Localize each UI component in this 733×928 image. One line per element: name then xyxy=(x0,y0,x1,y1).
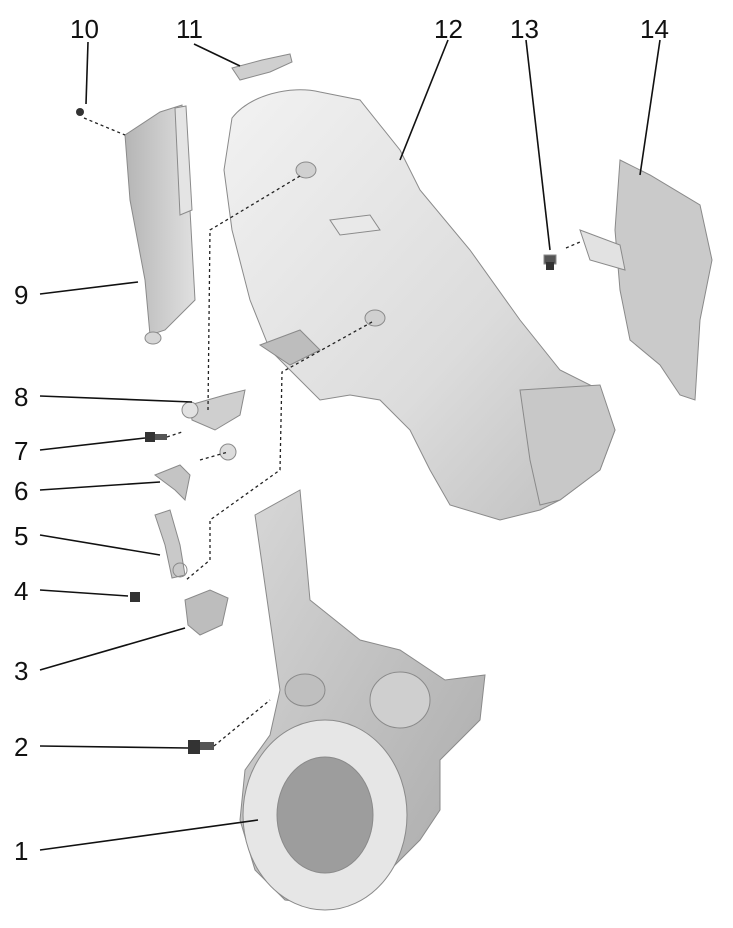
part-12-upper-cover xyxy=(223,89,616,521)
part-4-bolt xyxy=(130,592,140,602)
callout-9: 9 xyxy=(14,280,28,310)
part-10-bolt xyxy=(76,108,84,116)
callout-12: 12 xyxy=(434,14,463,44)
callout-11: 11 xyxy=(176,14,203,44)
callout-3: 3 xyxy=(14,656,28,686)
callout-5: 5 xyxy=(14,521,28,551)
callout-2: 2 xyxy=(14,732,28,762)
callout-8: 8 xyxy=(14,382,28,412)
callout-10: 10 xyxy=(70,14,99,44)
part-7-bolt xyxy=(145,432,167,442)
callout-4: 4 xyxy=(14,576,28,606)
part-2-bolt xyxy=(188,740,214,754)
part-1-lower-cover xyxy=(239,489,486,911)
callout-14: 14 xyxy=(640,14,669,44)
part-3-seal xyxy=(184,589,229,636)
callout-13: 13 xyxy=(510,14,539,44)
part-6-clip xyxy=(153,443,237,502)
callout-1: 1 xyxy=(14,836,28,866)
part-11-clip xyxy=(231,53,293,81)
callout-7: 7 xyxy=(14,436,28,466)
leader-lines xyxy=(39,39,661,851)
assembly-lines xyxy=(83,117,581,747)
part-13-bolt xyxy=(543,254,557,270)
part-9-side-cover xyxy=(124,104,196,345)
callout-labels: 10 11 12 13 14 9 8 7 6 5 4 3 2 1 xyxy=(14,14,669,866)
part-8-tensioner-bracket xyxy=(181,389,246,431)
part-5-guide xyxy=(154,509,188,579)
callout-6: 6 xyxy=(14,476,28,506)
part-14-rear-bracket xyxy=(579,159,713,401)
